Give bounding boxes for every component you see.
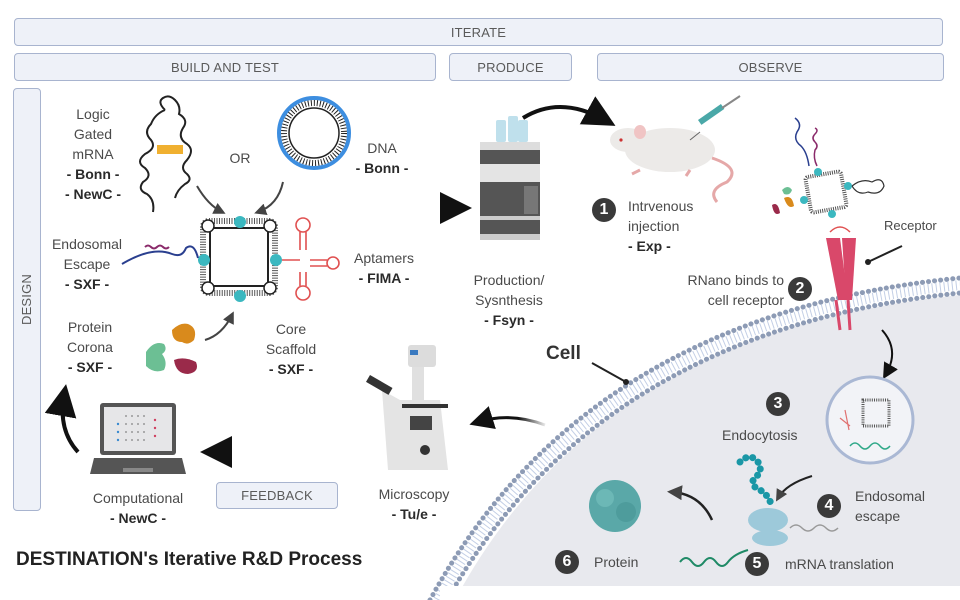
step-6-label: Protein	[594, 554, 639, 570]
receptor-label: Receptor	[884, 218, 937, 233]
peptide-tail-icon	[144, 244, 170, 250]
feedback-label: FEEDBACK	[241, 488, 313, 503]
protein-corona-label: Protein Corona - SXF -	[67, 319, 113, 375]
step-1-badge: 1	[592, 198, 616, 222]
logic-gated-mrna-label: Logic Gated mRNA - Bonn - - NewC -	[65, 106, 121, 202]
dna-label: DNA - Bonn -	[355, 140, 409, 176]
step-2-badge: 2	[788, 277, 812, 301]
iterate-bar: ITERATE	[14, 18, 943, 46]
protein-corona-icon	[146, 323, 197, 374]
protein-icon	[589, 480, 641, 532]
core-scaffold-label: Core Scaffold - SXF -	[265, 321, 317, 377]
step-3-badge: 3	[766, 392, 790, 416]
step-3-label: Endocytosis	[722, 427, 798, 443]
step-6-badge: 6	[555, 550, 579, 574]
step-2-label: RNano binds to cell receptor	[687, 272, 784, 308]
aptamer-icon	[282, 217, 340, 301]
design-bar: DESIGN	[13, 88, 41, 511]
logic-gated-partner-newc: - NewC -	[65, 186, 121, 202]
observe-bar: OBSERVE	[597, 53, 944, 81]
arrow-mrna-to-scaffold	[196, 185, 226, 214]
build-and-test-bar: BUILD AND TEST	[14, 53, 436, 81]
membrane-lipids	[433, 280, 960, 600]
receptor-pointer	[867, 245, 903, 263]
step-5-badge: 5	[745, 552, 769, 576]
or-label: OR	[229, 150, 251, 166]
iterate-label: ITERATE	[450, 24, 507, 40]
ribosome-icon	[679, 453, 839, 567]
feedback-badge: FEEDBACK	[216, 482, 338, 509]
mouse-icon	[610, 125, 734, 203]
syringe-icon	[689, 95, 741, 141]
arrow-produce-to-mouse	[521, 96, 616, 126]
cell	[427, 275, 960, 600]
arrow-receptor-to-endosome	[881, 329, 898, 380]
endosomal-escape-label: Endosomal Escape - SXF -	[51, 236, 123, 292]
receptor-icon	[826, 226, 856, 331]
arrow-cell-to-microscopy	[469, 406, 546, 429]
microscope-icon	[366, 345, 448, 470]
cell-interior	[455, 295, 960, 600]
step-5-label: mRNA translation	[785, 556, 894, 572]
logic-gated-partner-bonn: - Bonn -	[66, 166, 120, 182]
produce-bar: PRODUCE	[449, 53, 572, 81]
membrane-outer	[427, 275, 960, 600]
step-4-badge: 4	[817, 494, 841, 518]
arrow-dna-to-scaffold	[254, 181, 284, 216]
rnano-on-receptor-icon	[772, 117, 885, 218]
production-label: Production/ Sysnthesis - Fsyn -	[473, 272, 545, 328]
arrow-computational-to-design	[44, 384, 80, 454]
computational-label: Computational - NewC -	[92, 490, 184, 526]
endosomal-escape-peptide-icon	[121, 245, 199, 265]
dna-plasmid-icon	[277, 96, 351, 170]
microscopy-label: Microscopy - Tu/e -	[378, 486, 450, 522]
diagram-title: DESTINATION's Iterative R&D Process	[16, 549, 363, 570]
laptop-icon	[90, 403, 186, 474]
build-and-test-label: BUILD AND TEST	[170, 59, 280, 75]
aptamers-label: Aptamers - FIMA -	[354, 250, 414, 286]
step-4-label: Endosomal escape	[855, 488, 926, 524]
membrane-inner	[444, 290, 960, 600]
core-scaffold-icon	[198, 216, 282, 302]
arrow-corona-to-scaffold	[204, 311, 234, 341]
arrow-translation-to-protein	[667, 485, 714, 521]
endosome-icon	[825, 375, 915, 465]
production-machine-icon	[480, 116, 540, 240]
cell-pointer	[591, 362, 627, 383]
cell-label: Cell	[546, 343, 581, 364]
logic-gated-mrna-icon	[139, 95, 192, 213]
step-1-label: Intrvenous injection - Exp -	[628, 198, 694, 254]
observe-label: OBSERVE	[738, 59, 803, 75]
produce-label: PRODUCE	[477, 59, 544, 75]
arrow-endosomal-escape	[776, 475, 813, 502]
